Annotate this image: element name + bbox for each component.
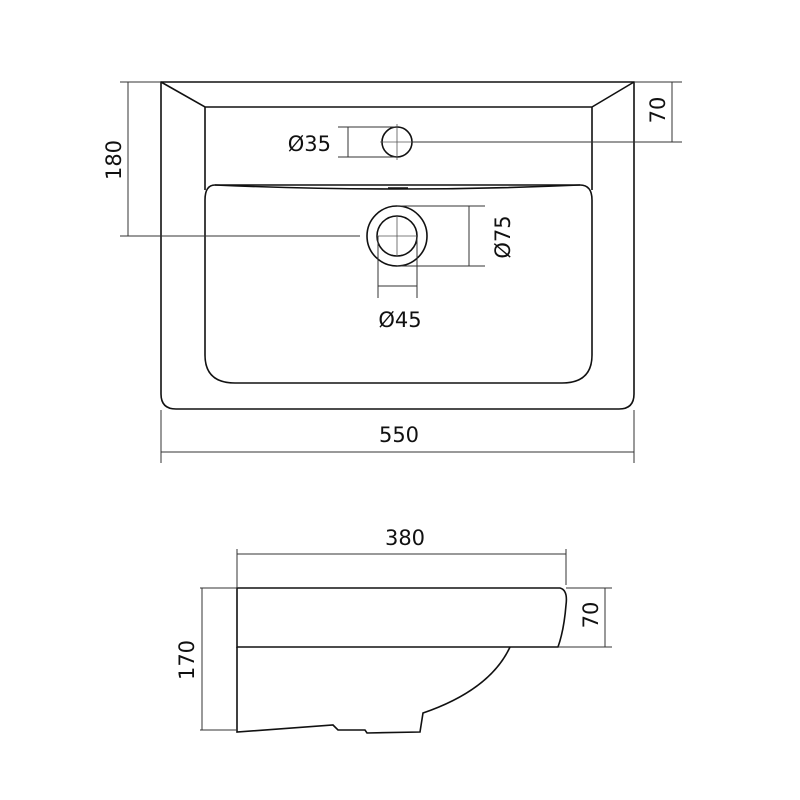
dim-drain-outer [397, 205, 485, 267]
side-bowl [236, 646, 511, 734]
side-rim-label: 70 [579, 602, 603, 629]
dim-drain-inner [377, 236, 418, 298]
tap-offset-label: 70 [646, 97, 670, 124]
dim-side-depth [236, 549, 567, 588]
overflow-slot [214, 184, 581, 190]
dim-width [160, 410, 635, 463]
tap-hole-label: Ø35 [288, 132, 331, 156]
side-height-label: 170 [175, 640, 199, 680]
dim-tap-offset [412, 81, 682, 143]
dim-side-height [200, 587, 237, 731]
dim-depth [120, 81, 360, 237]
dim-side-rim [558, 587, 612, 648]
basin-rim-bevel [160, 81, 635, 190]
depth-label: 180 [102, 140, 126, 180]
basin-bowl [204, 184, 593, 384]
width-label: 550 [379, 423, 419, 447]
side-view: 380 170 70 [175, 526, 612, 734]
tap-hole-centerline [380, 124, 414, 160]
basin-outline [160, 81, 635, 410]
top-view: Ø35 Ø75 Ø45 180 70 550 [102, 81, 682, 463]
drain-centerline [376, 215, 418, 257]
dim-tap-hole [338, 126, 397, 158]
side-depth-label: 380 [385, 526, 425, 550]
drain-outer-label: Ø75 [491, 215, 515, 258]
drain-inner-label: Ø45 [378, 308, 421, 332]
side-profile [236, 587, 568, 648]
